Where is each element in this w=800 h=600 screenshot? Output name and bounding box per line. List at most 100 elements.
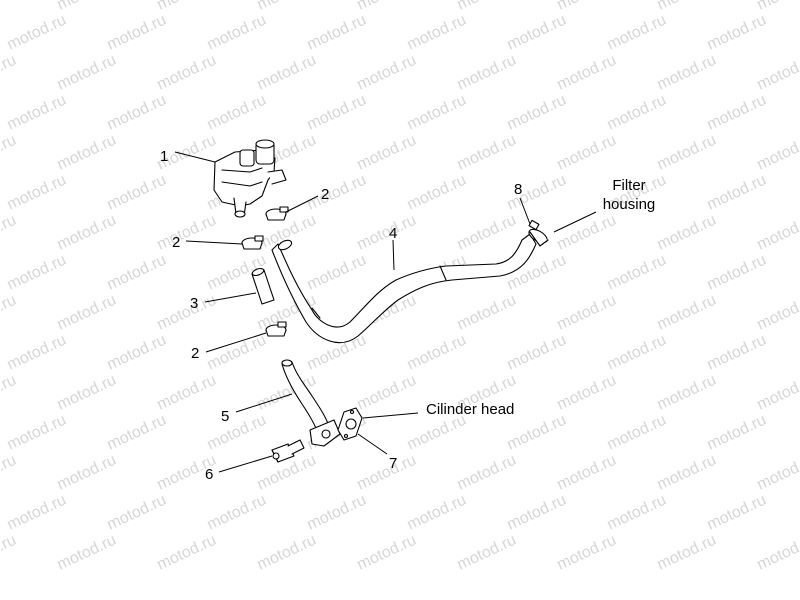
watermark-text: motod.ru: [155, 372, 219, 414]
watermark-text: motod.ru: [755, 452, 800, 494]
part-2-clamp-middle: [241, 235, 264, 250]
watermark-text: motod.ru: [655, 132, 719, 174]
watermark-text: motod.ru: [55, 52, 119, 94]
watermark-text: motod.ru: [305, 252, 369, 294]
watermark-text: motod.ru: [55, 532, 119, 574]
part-4-long-hose: [271, 233, 537, 344]
watermark-text: motod.ru: [55, 292, 119, 334]
watermark-text: motod.ru: [155, 52, 219, 94]
watermark-text: motod.ru: [355, 132, 419, 174]
watermark-text: motod.ru: [455, 0, 519, 14]
watermark-text: motod.ru: [655, 372, 719, 414]
watermark-text: motod.ru: [155, 532, 219, 574]
watermark-text: motod.ru: [355, 212, 419, 254]
watermark-text: motod.ru: [555, 212, 619, 254]
watermark-text: motod.ru: [405, 332, 469, 374]
watermark-text: motod.ru: [455, 212, 519, 254]
watermark-text: motod.ru: [755, 292, 800, 334]
watermark-text: motod.ru: [355, 52, 419, 94]
watermark-text: motod.ru: [705, 12, 769, 54]
callout-2-middle: 2: [172, 234, 180, 251]
part-3-short-hose: [251, 267, 275, 305]
callout-6: 6: [205, 466, 213, 483]
part-2-clamp-lower: [265, 321, 287, 337]
watermark-text: motod.ru: [305, 12, 369, 54]
watermark-text: motod.ru: [5, 172, 69, 214]
watermark-text: motod.ru: [605, 252, 669, 294]
watermark-text: motod.ru: [455, 292, 519, 334]
watermark-text: motod.ru: [605, 412, 669, 454]
watermark-text: motod.ru: [705, 252, 769, 294]
watermark-text: motod.ru: [605, 332, 669, 374]
watermark-text: motod.ru: [305, 172, 369, 214]
watermark-text: motod.ru: [0, 0, 19, 14]
watermark-text: motod.ru: [255, 532, 319, 574]
watermark-text: motod.ru: [205, 492, 269, 534]
watermark-text: motod.ru: [405, 492, 469, 534]
watermark-text: motod.ru: [455, 452, 519, 494]
callout-1: 1: [160, 148, 168, 165]
watermark-text: motod.ru: [5, 12, 69, 54]
watermark-text: motod.ru: [705, 92, 769, 134]
watermark-text: motod.ru: [155, 0, 219, 14]
cylinder-head-label: Cilinder head: [426, 401, 514, 418]
watermark-text: motod.ru: [355, 532, 419, 574]
leader-lines: [174, 151, 597, 473]
filter-housing-label-line2: housing: [603, 196, 656, 213]
watermark-text: motod.ru: [705, 172, 769, 214]
watermark-text: motod.ru: [755, 132, 800, 174]
watermark-text: motod.ru: [455, 532, 519, 574]
watermark-text: motod.ru: [0, 372, 19, 414]
watermark-text: motod.ru: [105, 172, 169, 214]
watermark-text: motod.ru: [755, 52, 800, 94]
watermark-text: motod.ru: [755, 532, 800, 574]
watermark-text: motod.ru: [5, 92, 69, 134]
watermark-text: motod.ru: [205, 332, 269, 374]
watermark-text: motod.ru: [705, 412, 769, 454]
watermark-text: motod.ru: [255, 52, 319, 94]
watermark-text: motod.ru: [555, 532, 619, 574]
watermark-text: motod.ru: [405, 92, 469, 134]
watermark-text: motod.ru: [105, 492, 169, 534]
callout-2-lower: 2: [191, 345, 199, 362]
watermark-text: motod.ru: [55, 212, 119, 254]
watermark-text: motod.ru: [505, 92, 569, 134]
watermark-text: motod.ru: [0, 132, 19, 174]
watermark-text: motod.ru: [205, 12, 269, 54]
watermark-text: motod.ru: [555, 452, 619, 494]
watermark-text: motod.ru: [555, 372, 619, 414]
watermark-text: motod.ru: [105, 332, 169, 374]
watermark-text: motod.ru: [655, 452, 719, 494]
watermark-text: motod.ru: [5, 252, 69, 294]
watermark-text: motod.ru: [105, 412, 169, 454]
watermark-text: motod.ru: [105, 12, 169, 54]
watermark-text: motod.ru: [605, 92, 669, 134]
watermark-text: motod.ru: [105, 92, 169, 134]
watermark-text: motod.ru: [0, 532, 19, 574]
watermark-text: motod.ru: [255, 0, 319, 14]
watermark-text: motod.ru: [555, 0, 619, 14]
callout-5: 5: [221, 408, 229, 425]
watermark-text: motod.ru: [205, 412, 269, 454]
part-8-clamp: [528, 219, 549, 247]
watermark-text: motod.ru: [655, 532, 719, 574]
part-2-clamp-upper: [265, 206, 289, 221]
watermark-text: motod.ru: [355, 452, 419, 494]
watermark-text: motod.ru: [0, 212, 19, 254]
watermark-text: motod.ru: [755, 372, 800, 414]
watermark-text: motod.ru: [55, 132, 119, 174]
callout-2-upper: 2: [321, 186, 329, 203]
watermark-text: motod.ru: [655, 212, 719, 254]
watermark-text: motod.ru: [205, 92, 269, 134]
watermark-text: motod.ru: [0, 452, 19, 494]
watermark-text: motod.ru: [755, 212, 800, 254]
watermark-text: motod.ru: [555, 132, 619, 174]
part-7-gasket: [337, 407, 363, 441]
watermark-text: motod.ru: [155, 212, 219, 254]
watermark-text: motod.ru: [305, 492, 369, 534]
watermark-text: motod.ru: [505, 12, 569, 54]
watermark-text: motod.ru: [605, 492, 669, 534]
watermark-text: motod.ru: [705, 332, 769, 374]
watermark-text: motod.ru: [455, 132, 519, 174]
